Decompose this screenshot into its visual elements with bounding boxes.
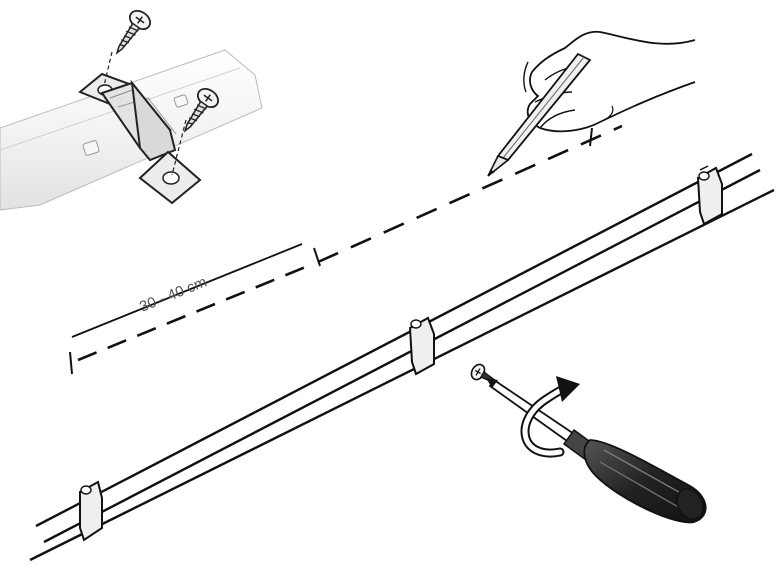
dimension-dashed-line — [77, 264, 309, 362]
detail-led-chip — [82, 140, 100, 156]
detail-inset — [0, 10, 263, 211]
screw-icon — [183, 88, 220, 133]
hand-icon — [523, 30, 696, 133]
strip-clip-left — [79, 480, 103, 542]
screwdriver-icon — [486, 378, 707, 524]
spacing-dimension: 30 - 40 cm — [69, 243, 309, 375]
led-strip-main — [29, 152, 775, 562]
pencil-icon — [487, 52, 592, 177]
marking-line-dashed — [317, 124, 623, 264]
dimension-line — [71, 243, 303, 338]
mounting-clip-icon — [78, 72, 202, 205]
spacing-label: 30 - 40 cm — [137, 273, 209, 315]
detail-led-chip — [173, 94, 189, 108]
rotation-arrow-icon — [520, 376, 580, 458]
strip-clip-right — [696, 165, 723, 226]
screw-icon — [115, 10, 152, 55]
strip-clip-middle — [408, 316, 435, 376]
